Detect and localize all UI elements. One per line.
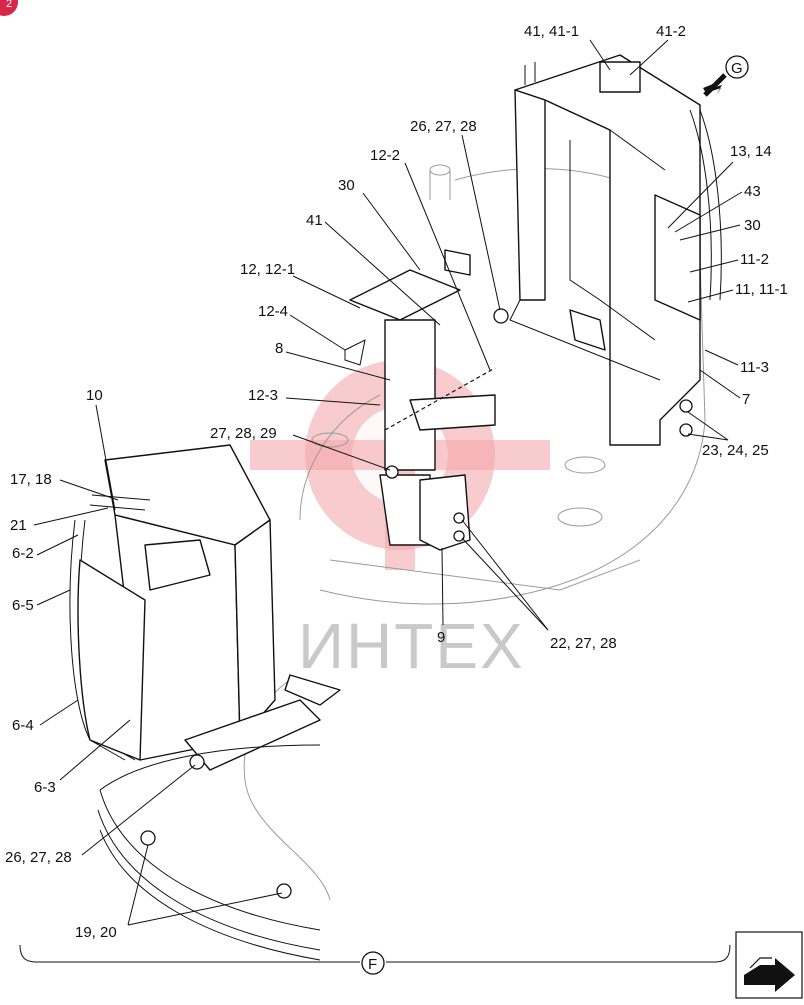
callout-41-41-1: 41, 41-1 xyxy=(524,23,579,40)
callout-41: 41 xyxy=(306,212,323,229)
next-arrow-icon xyxy=(744,958,795,992)
center-bracket-assembly xyxy=(344,249,509,551)
callout-13-14: 13, 14 xyxy=(730,143,772,160)
callout-30-top: 30 xyxy=(338,177,355,194)
view-arrow-g[interactable]: G xyxy=(703,55,749,97)
callout-26-27-28-top: 26, 27, 28 xyxy=(410,118,477,135)
callout-12-2: 12-2 xyxy=(370,147,400,164)
callout-11-2: 11-2 xyxy=(740,251,769,268)
callout-22-27-28: 22, 27, 28 xyxy=(550,635,617,652)
callout-6-3: 6-3 xyxy=(34,779,56,796)
callout-6-2: 6-2 xyxy=(12,545,34,562)
swing-frame-outline xyxy=(243,164,706,901)
callout-17-18: 17, 18 xyxy=(10,471,52,488)
callout-12-12-1: 12, 12-1 xyxy=(240,261,295,278)
callout-labels: 41, 41-1 41-2 26, 27, 28 12-2 13, 14 30 … xyxy=(5,23,788,941)
callout-6-4: 6-4 xyxy=(12,717,34,734)
view-marker-g: G xyxy=(731,60,743,77)
page-badge-number: 2 xyxy=(6,0,12,10)
cab-support-frame xyxy=(509,54,722,446)
section-bracket-f: F xyxy=(19,944,731,975)
callout-12-3: 12-3 xyxy=(248,387,278,404)
counterweight-base xyxy=(97,744,321,961)
callout-21: 21 xyxy=(10,517,27,534)
watermark-text: ИНТЕХ xyxy=(298,610,525,682)
callout-41-2: 41-2 xyxy=(656,23,686,40)
callout-30-right: 30 xyxy=(744,217,761,234)
callout-19-20: 19, 20 xyxy=(75,924,117,941)
callout-7: 7 xyxy=(742,391,750,408)
callout-6-5: 6-5 xyxy=(12,597,34,614)
callout-11-11-1: 11, 11-1 xyxy=(735,281,788,298)
view-marker-f: F xyxy=(368,956,377,973)
callout-9: 9 xyxy=(437,629,445,646)
callout-8: 8 xyxy=(275,340,283,357)
callout-26-27-28-bottom: 26, 27, 28 xyxy=(5,849,72,866)
callout-43: 43 xyxy=(744,183,761,200)
callout-23-24-25: 23, 24, 25 xyxy=(702,442,769,459)
side-cover-assembly xyxy=(69,444,341,771)
next-page-button[interactable] xyxy=(735,931,803,999)
page-badge[interactable]: 2 xyxy=(0,0,18,16)
leader-lines xyxy=(33,39,743,926)
callout-27-28-29: 27, 28, 29 xyxy=(210,425,277,442)
callout-10: 10 xyxy=(86,387,103,404)
callout-12-4: 12-4 xyxy=(258,303,288,320)
callout-11-3: 11-3 xyxy=(740,359,769,376)
